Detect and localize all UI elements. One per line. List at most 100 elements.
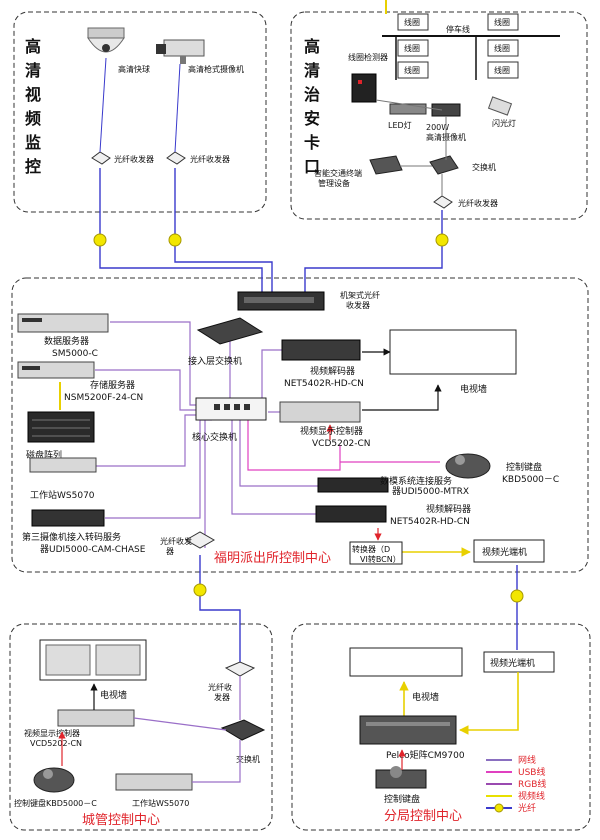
vcd-label-1: 视频显示控制器	[300, 425, 363, 437]
city-keyboard-label: 控制键盘KBD5000－C	[14, 798, 97, 808]
legend-fiber-coil	[494, 803, 504, 813]
server-icon-ws	[29, 457, 97, 473]
city-vcd-label-1: 视频显示控制器	[24, 728, 80, 738]
stopline-label: 停车线	[446, 24, 470, 34]
terminal-icon	[369, 155, 403, 175]
optical-label-branch: 视频光端机	[490, 657, 535, 669]
terminal-label-1: 智能交通终端	[314, 168, 362, 178]
fiber-coils	[93, 233, 524, 603]
hd-fiber-label-1: 光纤收发器	[114, 154, 154, 164]
city-switch-icon	[220, 719, 266, 741]
city-links	[133, 676, 241, 783]
city-ws-icon	[115, 773, 193, 791]
data-server-label-2: SM5000-C	[52, 349, 98, 359]
optical-box-center	[473, 539, 545, 563]
matrix-label: Pelco矩阵CM9700	[386, 749, 465, 761]
led-light-icon	[389, 103, 427, 115]
server-icon-storage	[17, 361, 95, 379]
storage-label-1: 存储服务器	[90, 379, 135, 391]
city-tv-wall-icon	[39, 639, 147, 681]
hd-fiber-label-2: 光纤收发器	[190, 154, 230, 164]
optical-label-center: 视频光端机	[482, 546, 527, 558]
converter-box	[349, 541, 403, 565]
coil-label-1: 线圈	[494, 17, 510, 27]
hd-title-char-4: 监	[25, 133, 41, 152]
fiber-tx-icon-cp	[433, 195, 453, 209]
city-switch-label: 交换机	[236, 754, 260, 764]
city-ws-label: 工作站WS5070	[132, 798, 189, 808]
converter-label-1: 转换器（D	[352, 544, 390, 554]
coil-label-5: 线圈	[494, 65, 510, 75]
keyboard-label-1: 控制键盘	[506, 461, 542, 473]
coil-label-0: 线圈	[404, 17, 420, 27]
hd-title-char-1: 清	[25, 61, 41, 80]
decoder2-icon	[315, 505, 387, 523]
flash-light-icon	[487, 96, 513, 116]
cp-title-char-5: 口	[304, 157, 320, 176]
region-branch	[291, 623, 591, 831]
hd-monitor-title: 高 清 视 频 监 控	[25, 37, 41, 176]
hd-title-char-3: 频	[25, 109, 41, 128]
region-center	[11, 277, 589, 573]
hd-title-char-5: 控	[25, 157, 41, 176]
fiber-tx-icon-hd2	[166, 151, 186, 165]
decoder1-icon	[281, 339, 361, 361]
ws-label: 工作站WS5070	[30, 489, 95, 501]
keyboard-icon	[445, 453, 491, 479]
city-title: 城管控制中心	[82, 813, 160, 828]
cp-title-char-1: 清	[304, 61, 320, 80]
decoder2-label-2: NET5402R-HD-CN	[390, 517, 470, 527]
city-vcd-label-2: VCD5202-CN	[30, 739, 82, 748]
optical-box-branch	[483, 651, 555, 673]
access-switch-label: 接入层交换机	[188, 355, 242, 367]
tv-wall-label: 电视墙	[460, 383, 487, 395]
rack-fiber-label-1: 机架式光纤	[340, 290, 380, 300]
cp-switch-label: 交换机	[472, 162, 496, 172]
cp-links	[375, 99, 447, 196]
flash-label: 闪光灯	[492, 118, 516, 128]
dome-camera-icon	[87, 27, 125, 53]
city-wall-label: 电视墙	[100, 689, 127, 701]
mtrx-label-1: 数模系统连接服务	[380, 475, 452, 487]
cp-title-char-0: 高	[304, 37, 320, 56]
fiber-tx-icon-hd1	[91, 151, 111, 165]
branch-keyboard-label: 控制键盘	[384, 793, 420, 805]
center-fiber-label-2: 器	[166, 547, 174, 556]
server-icon-data	[17, 313, 109, 333]
city-fiber-label-2: 发器	[214, 692, 230, 702]
city-fiber-tx-icon	[224, 661, 256, 677]
converter-label-2: VI转BCN）	[360, 554, 401, 564]
led-label: LED灯	[388, 120, 412, 130]
gun-camera-icon	[156, 39, 205, 64]
camera-label-1: 200W	[426, 123, 449, 132]
branch-title: 分局控制中心	[384, 809, 462, 824]
cp-title-char-2: 治	[304, 85, 320, 104]
disk-array-icon	[27, 411, 95, 443]
hd-title-char-2: 视	[25, 85, 41, 104]
data-server-label-1: 数据服务器	[44, 335, 89, 347]
decoder1-label-1: 视频解码器	[310, 365, 355, 377]
detector-label: 线圈检测器	[348, 52, 388, 62]
region-city	[9, 623, 273, 831]
detector-icon	[351, 73, 377, 103]
terminal-label-2: 管理设备	[318, 178, 350, 188]
usb-lines	[247, 420, 440, 471]
legend-label-0: 网线	[518, 754, 536, 766]
cp-title-char-4: 卡	[304, 133, 320, 152]
branch-wall-label: 电视墙	[412, 691, 439, 703]
gun-label: 高清枪式摄像机	[188, 64, 244, 74]
region-checkpoint	[290, 11, 588, 220]
dome-label: 高清快球	[118, 64, 150, 74]
city-fiber-label-1: 光纤收	[208, 682, 232, 692]
vcd-label-2: VCD5202-CN	[312, 439, 371, 449]
legend-label-3: 视频线	[518, 790, 545, 802]
core-switch-icon	[195, 397, 267, 421]
legend-label-1: USB线	[518, 766, 545, 778]
fiber-tx-icon-center	[184, 531, 216, 549]
hd-cam2-link	[174, 63, 181, 153]
vcd-icon	[279, 401, 361, 423]
mtrx-label-2: 器UDI5000-MTRX	[392, 486, 469, 497]
coil-boxes	[397, 13, 519, 79]
branch-tv-wall-icon	[349, 647, 463, 677]
city-vcd-icon	[57, 709, 135, 727]
